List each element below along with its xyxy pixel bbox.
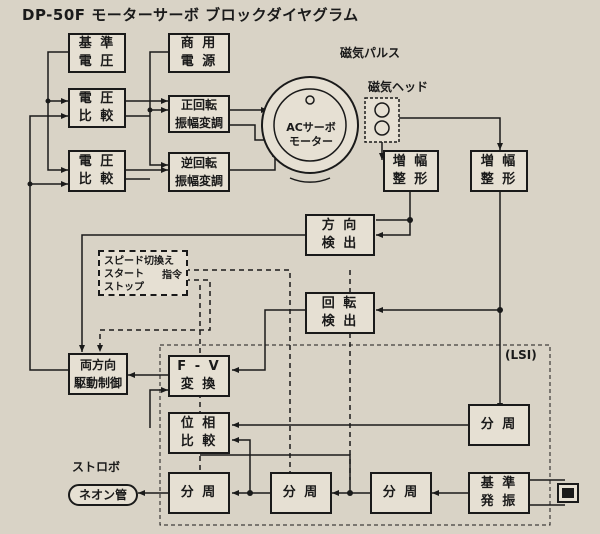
box-line: 位 相 xyxy=(180,416,218,431)
box-line: 分 周 xyxy=(282,485,320,500)
box-line: 分 周 xyxy=(180,485,218,500)
speed-line: ストップ xyxy=(104,282,144,293)
box-line: 方 向 xyxy=(321,218,359,233)
box-line: 振幅変調 xyxy=(174,116,223,130)
volt-compare-2-box: 電 圧 比 較 xyxy=(68,150,126,192)
divider-3-box: 分 周 xyxy=(370,472,432,514)
box-line: 比 較 xyxy=(180,434,218,449)
neon-tube: ネオン管 xyxy=(68,484,138,506)
box-line: 電 圧 xyxy=(78,54,116,69)
diagram-title: DP-50F モーターサーボ ブロックダイヤグラム xyxy=(22,6,359,24)
box-line: 増 幅 xyxy=(392,154,430,169)
motor-label: ACサーボ モーター xyxy=(283,121,339,149)
box-line: 増 幅 xyxy=(480,154,518,169)
divider-1-box: 分 周 xyxy=(168,472,230,514)
speed-command-box: スピード切換え スタート ストップ 指令 xyxy=(98,250,188,296)
magnetic-head-label: 磁気ヘッド xyxy=(368,80,429,94)
ac-servo-motor xyxy=(261,76,359,183)
box-line: 比 較 xyxy=(78,109,116,124)
box-line: 商 用 xyxy=(180,36,218,51)
direction-detect-box: 方 向 検 出 xyxy=(305,214,375,256)
divider-2-box: 分 周 xyxy=(270,472,332,514)
box-line: 検 出 xyxy=(321,236,359,251)
magnetic-head-icon xyxy=(364,97,400,143)
speed-line: スタート xyxy=(104,269,144,280)
fwd-mod-box: 正回転 振幅変調 xyxy=(168,95,230,133)
strobo-label: ストロボ xyxy=(72,460,121,474)
box-line: 基 準 xyxy=(480,476,518,491)
box-line: 振幅変調 xyxy=(174,174,223,188)
box-line: 比 較 xyxy=(78,172,116,187)
box-line: 分 周 xyxy=(382,485,420,500)
motor-label-line: モーター xyxy=(289,135,333,148)
box-line: 基 準 xyxy=(78,36,116,51)
box-line: 正回転 xyxy=(180,98,217,112)
ref-voltage-box: 基 準 電 圧 xyxy=(68,33,126,73)
speed-line: スピード切換え xyxy=(104,256,174,267)
box-line: 駆動制御 xyxy=(73,376,122,390)
box-line: 両方向 xyxy=(79,358,116,372)
box-line: 発 振 xyxy=(480,494,518,509)
commercial-power-box: 商 用 電 源 xyxy=(168,33,230,73)
box-line: 整 形 xyxy=(480,172,518,187)
box-line: 回 転 xyxy=(321,296,359,311)
ref-osc-box: 基 準 発 振 xyxy=(468,472,530,514)
amp-shape-2-box: 増 幅 整 形 xyxy=(470,150,528,192)
box-line: 検 出 xyxy=(321,314,359,329)
magnetic-pulse-label: 磁気パルス xyxy=(340,46,401,60)
box-line: 電 源 xyxy=(180,54,218,69)
box-line: 逆回転 xyxy=(180,156,217,170)
box-line: 整 形 xyxy=(392,172,430,187)
lsi-boundary xyxy=(159,344,551,526)
lsi-label: (LSI) xyxy=(505,348,537,362)
box-line: 電 圧 xyxy=(78,91,116,106)
phase-compare-box: 位 相 比 較 xyxy=(168,412,230,454)
box-line: F - V xyxy=(177,359,221,374)
rev-mod-box: 逆回転 振幅変調 xyxy=(168,152,230,192)
bidir-drive-box: 両方向 駆動制御 xyxy=(68,353,128,395)
box-line: 分 周 xyxy=(480,417,518,432)
crystal-icon xyxy=(557,483,579,503)
fv-convert-box: F - V 変 換 xyxy=(168,355,230,397)
motor-label-line: ACサーボ xyxy=(286,121,336,134)
amp-shape-1-box: 増 幅 整 形 xyxy=(383,150,439,192)
box-line: 電 圧 xyxy=(78,154,116,169)
box-line: 変 換 xyxy=(180,377,218,392)
rotation-detect-box: 回 転 検 出 xyxy=(305,292,375,334)
volt-compare-1-box: 電 圧 比 較 xyxy=(68,88,126,128)
divider-right-box: 分 周 xyxy=(468,404,530,446)
speed-command-tag: 指令 xyxy=(162,270,182,281)
